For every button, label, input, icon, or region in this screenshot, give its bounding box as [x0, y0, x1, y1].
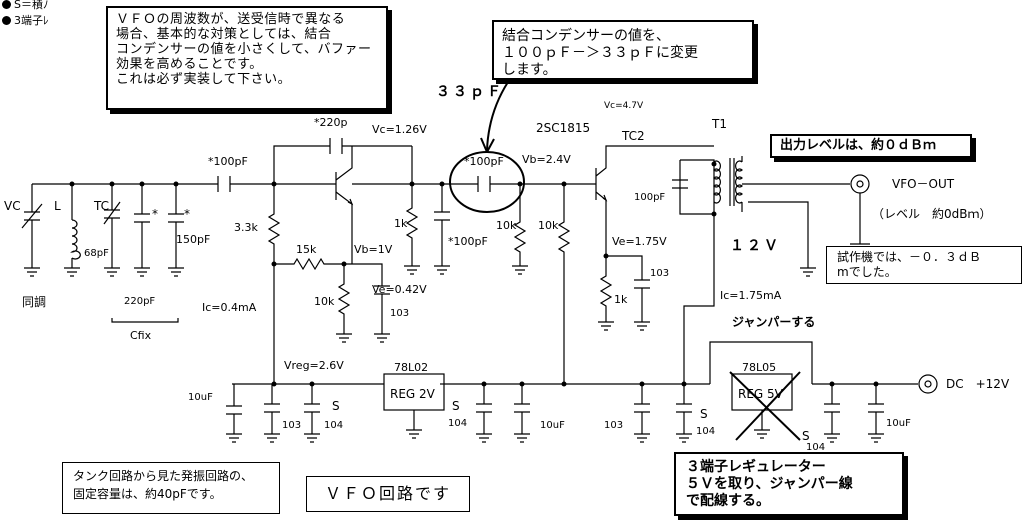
legend-item-1: S＝積ﾉ: [14, 0, 49, 11]
label-ve042: Ve=0.42V: [372, 283, 427, 296]
label-reg-2v: REG 2V: [390, 387, 435, 401]
prototype-note-text: 試作機では、－０．３ｄＢ mでした。: [837, 250, 982, 279]
label-103-c: 103: [282, 420, 302, 431]
label-vc: VC: [4, 199, 21, 213]
label-vb1: Vb=1V: [354, 243, 393, 256]
legend-dot-1: [2, 0, 11, 9]
label-s-d: S: [802, 429, 810, 443]
label-s-b: S: [452, 399, 460, 413]
label-2sc1815: 2SC1815: [536, 121, 591, 135]
label-t1: T1: [712, 117, 727, 131]
label-ic175: Ic=1.75mA: [720, 289, 782, 302]
label-78l05: 78L05: [742, 361, 777, 374]
label-104-a: 104: [324, 420, 344, 431]
coupling-note-box: 結合コンデンサーの値を、 １００ｐＦ－＞３３ｐＦに変更 します。: [492, 20, 754, 80]
label-vc126: Vc=1.26V: [372, 123, 427, 136]
tank-note-box: タンク回路から見た発振回路の、 固定容量は、約40pFです。: [62, 462, 280, 514]
label-104-b: 104: [448, 418, 468, 429]
label-reg-5v: REG 5V: [738, 387, 783, 401]
legend-dot-2: [2, 16, 11, 25]
label-103-b: 103: [650, 268, 670, 279]
label-3-3k: 3.3k: [234, 221, 258, 234]
label-ve175: Ve=1.75V: [612, 235, 667, 248]
regulator-note-box: ３端子レギュレーター ５Ｖを取り、ジャンパー線 で配線する。: [674, 452, 904, 516]
coupling-note-text: 結合コンデンサーの値を、 １００ｐＦ－＞３３ｐＦに変更 します。: [502, 28, 698, 78]
label-220pf: 220pF: [124, 296, 156, 307]
prototype-note-box: 試作機では、－０．３ｄＢ mでした。: [826, 246, 1022, 284]
label-100pf-b: *100pF: [464, 155, 504, 168]
label-10uf-b: 10uF: [540, 420, 565, 431]
label-1k-b: 1k: [614, 293, 628, 306]
label-10uf-c: 10uF: [886, 418, 911, 429]
label-tc2: TC2: [622, 129, 645, 143]
label-star-2: *: [184, 207, 190, 221]
label-103-d: 103: [604, 420, 624, 431]
label-220p: *220p: [314, 116, 348, 129]
label-cfix: Cfix: [130, 329, 152, 342]
label-78l02: 78L02: [394, 361, 429, 374]
label-33pf: ３３ｐＦ: [436, 84, 504, 100]
label-star-1: *: [152, 207, 158, 221]
label-s-a: S: [332, 399, 340, 413]
label-150pf: 150pF: [176, 233, 211, 246]
label-l: L: [54, 199, 61, 213]
label-104-c: 104: [696, 426, 716, 437]
title-box: ＶＦＯ回路です: [306, 476, 470, 512]
label-103-a: 103: [390, 308, 410, 319]
label-12v: １２Ｖ: [730, 238, 781, 254]
label-10uf-a: 10uF: [188, 392, 213, 403]
label-vreg: Vreg=2.6V: [284, 359, 344, 372]
label-dc12: DC +12V: [946, 377, 1010, 391]
vfo-note-text: ＶＦＯの周波数が、送受信時で異なる 場合、基本的な対策としては、結合 コンデンサ…: [116, 12, 372, 87]
label-10k-c: 10k: [538, 219, 559, 232]
tank-note-text: タンク回路から見た発振回路の、 固定容量は、約40pFです。: [73, 469, 254, 501]
legend-item-2: 3端子ﾚ: [14, 14, 49, 27]
label-100pf-c: *100pF: [448, 235, 488, 248]
label-jumper: ジャンパーする: [732, 315, 816, 329]
label-s-c: S: [700, 407, 708, 421]
label-10k-a: 10k: [314, 295, 335, 308]
regulator-note-text: ３端子レギュレーター ５Ｖを取り、ジャンパー線 で配線する。: [686, 459, 853, 509]
label-level: （レベル 約0dBｍ）: [872, 207, 992, 221]
label-104-d: 104: [806, 442, 826, 453]
label-100pf-t: 100pF: [634, 192, 666, 203]
vfo-note-box: ＶＦＯの周波数が、送受信時で異なる 場合、基本的な対策としては、結合 コンデンサ…: [106, 6, 388, 110]
label-100pf-a: *100pF: [208, 155, 248, 168]
output-level-text: 出力レベルは、約０ｄＢｍ: [780, 138, 937, 153]
label-68pf: 68pF: [84, 248, 109, 259]
label-vb24: Vb=2.4V: [522, 153, 571, 166]
label-15k: 15k: [296, 243, 317, 256]
label-vfo-out: VFO－OUT: [892, 177, 955, 191]
label-vc-top: Vc=4.7V: [604, 101, 644, 111]
label-ic04: Ic=0.4mA: [202, 301, 257, 314]
page-title: ＶＦＯ回路です: [324, 484, 451, 503]
output-level-box: 出力レベルは、約０ｄＢｍ: [770, 134, 972, 158]
label-1k-a: 1k: [394, 217, 408, 230]
label-dousho: 同調: [22, 295, 47, 309]
label-10k-b: 10k: [496, 219, 517, 232]
label-tc: TC: [94, 199, 110, 213]
